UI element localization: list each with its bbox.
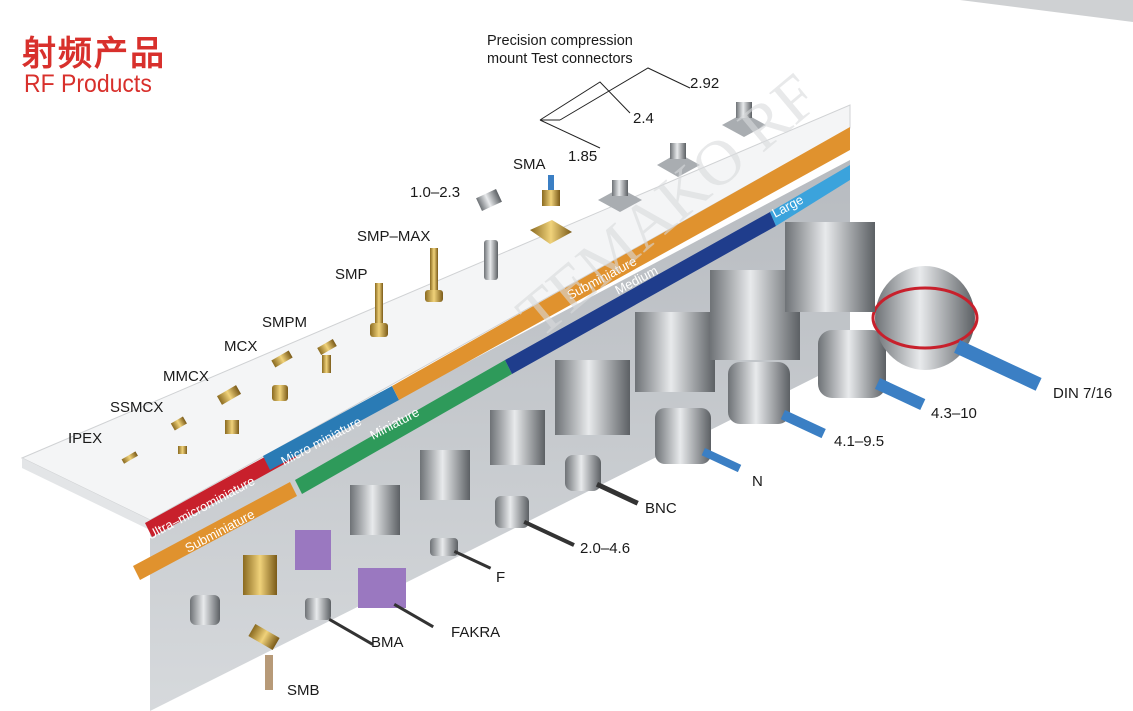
fakra-connector: [358, 568, 434, 629]
c2046-connector: [495, 496, 575, 547]
test-connector-292: [722, 102, 766, 137]
label-smp-max: SMP–MAX: [357, 228, 431, 245]
n-connector: [655, 408, 742, 473]
sma-connector: [530, 175, 572, 244]
label-bnc: BNC: [645, 500, 677, 517]
smpm-connector: [317, 339, 337, 373]
c4310-connector: [818, 330, 926, 411]
label-c1023: 1.0–2.3: [410, 184, 461, 201]
leader-185: [559, 67, 691, 121]
header-note: Precision compression mount Test connect…: [487, 32, 633, 68]
label-ssmcx: SSMCX: [110, 399, 164, 416]
label-mmcx: MMCX: [163, 368, 209, 385]
f-connector: [430, 538, 492, 570]
label-c4195: 4.1–9.5: [834, 433, 885, 450]
c1023-connector: [476, 189, 502, 280]
label-n: N: [752, 473, 763, 490]
label-smp: SMP: [335, 266, 368, 283]
smp-max-connector: [425, 248, 443, 302]
test-connector-24: [657, 143, 700, 177]
smp-connector: [370, 283, 388, 337]
band-large: [770, 165, 850, 226]
band-mini: [295, 360, 512, 494]
label-bma: BMA: [371, 634, 404, 651]
label-c4310: 4.3–10: [931, 405, 977, 422]
test-connector-185: [598, 180, 642, 212]
band-ultra-micro: [145, 443, 297, 537]
bma-connector: [305, 598, 374, 646]
band-medium: [505, 212, 776, 374]
label-292: 2.92: [690, 75, 720, 92]
bnc-connector: [565, 455, 639, 506]
ipex-connector: [121, 451, 138, 464]
label-smb: SMB: [287, 682, 320, 699]
smb-connector: [248, 623, 280, 690]
label-f: F: [496, 569, 506, 586]
label-mcx: MCX: [224, 338, 258, 355]
label-ipex: IPEX: [68, 430, 103, 447]
ssmcx-connector: [170, 416, 187, 454]
corner-shade: [960, 0, 1133, 22]
band-subminiature-top: [392, 127, 850, 400]
c4195-connector: [728, 362, 826, 439]
front-sockets: [190, 222, 875, 625]
header-note-line1: Precision compression: [487, 33, 633, 49]
din-connector: [871, 266, 1042, 391]
label-24: 2.4: [633, 110, 654, 127]
label-smpm: SMPM: [262, 314, 307, 331]
title-cn: 射频产品: [22, 34, 166, 74]
band-micro: [263, 386, 399, 470]
mcx-connector: [271, 350, 293, 401]
label-185: 1.85: [568, 148, 598, 165]
header-note-line2: mount Test connectors: [487, 51, 633, 67]
label-sma: SMA: [513, 156, 546, 173]
label-c2046: 2.0–4.6: [580, 540, 631, 557]
label-din: DIN 7/16: [1053, 385, 1113, 402]
band-subminiature-bottom: [133, 482, 297, 580]
label-fakra: FAKRA: [451, 624, 501, 641]
mmcx-connector: [216, 385, 242, 434]
leader-24: [539, 119, 601, 149]
title-en: RF Products: [24, 70, 152, 98]
